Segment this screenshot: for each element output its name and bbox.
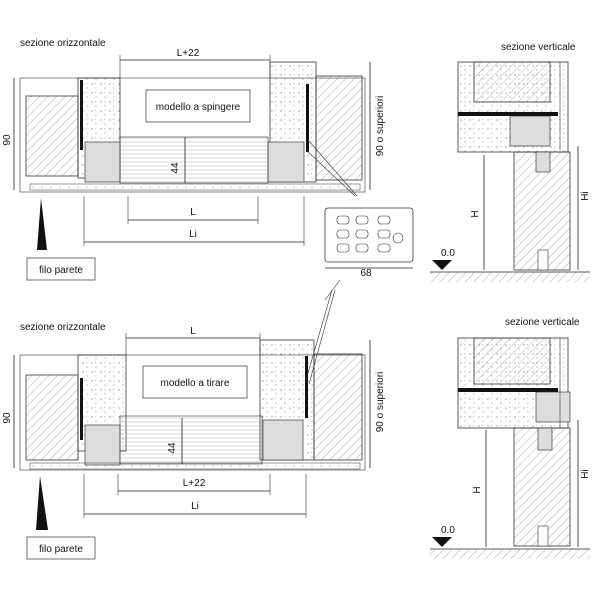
bottom-dim-44: 44 [167,442,178,454]
bottom-model-box [142,365,248,399]
top-section-v-label: sezione verticale [501,42,576,53]
top-left-profile [84,141,121,183]
top-filo-label: filo parete [39,265,83,276]
top-zero-marker [432,260,452,270]
bottom-left-plate [80,378,83,440]
top-filo-pointer [37,198,47,250]
bottom-section-h-label: sezione orizzontale [20,322,106,333]
bottom-floor-strip [29,462,361,470]
bottom-door-leaf [119,415,263,465]
bottom-left-wall [25,374,79,461]
top-model-box [145,89,251,123]
bottom-right-wall [313,353,363,461]
top-filo-box [26,257,96,281]
bottom-vertical-section: sezione verticale 0.0 H Hi [430,317,591,559]
top-left-wall [25,95,79,177]
bottom-dim-hi: Hi [580,469,591,478]
bottom-right-profile [262,419,304,461]
bottom-v-wall [473,337,551,385]
bottom-right-plate [305,356,308,418]
bottom-filo-pointer [36,476,48,530]
bottom-dim-90: 90 [2,412,13,424]
top-section-h-label: sezione orizzontale [20,38,106,49]
top-floor-strip [29,183,361,191]
bottom-filo-label: filo parete [39,544,83,555]
top-dim-h: H [470,210,481,217]
top-dim-l: L [190,207,196,218]
bottom-outline [19,354,366,471]
bottom-zero-marker [432,537,452,547]
bottom-horizontal-section: sezione orizzontale modello a tirare L 4… [2,289,386,560]
bottom-dim-l22: L+22 [183,478,206,489]
top-detail-plate [324,207,414,263]
bottom-left-profile [84,424,121,466]
bottom-dim-90-sup: 90 o superiori [375,372,386,433]
top-dim-hi: Hi [580,191,591,200]
top-dim-44: 44 [170,162,181,174]
bottom-zero-label: 0.0 [441,525,455,536]
bottom-dim-h: H [472,486,483,493]
top-vertical-section: sezione verticale 0.0 H Hi [430,42,591,282]
top-dim-90: 90 [2,134,13,146]
bottom-model-label: modello a tirare [161,378,230,389]
top-dim-l22: L+22 [177,48,200,59]
top-right-plate [306,84,309,152]
top-door-leaf [119,136,269,184]
top-dim-li: Li [189,229,197,240]
top-right-wall [315,75,363,181]
bottom-filo-box [26,536,96,560]
bottom-dim-l: L [190,326,196,337]
top-left-plate [80,80,83,150]
top-v-wall [473,61,551,103]
top-outline [19,77,366,193]
bottom-section-v-label: sezione verticale [505,317,580,328]
top-dim-68: 68 [360,268,372,279]
top-v-plate [458,112,558,116]
top-zero-label: 0.0 [441,248,455,259]
bottom-v-profile [535,391,571,423]
top-horizontal-section: sezione orizzontale modello a spingere L… [2,38,414,301]
bottom-v-plate [458,388,558,392]
bottom-dim-li: Li [191,501,199,512]
top-model-label: modello a spingere [156,102,241,113]
top-dim-90-sup: 90 o superiori [375,96,386,157]
top-v-profile [509,115,551,147]
top-right-profile [267,141,305,183]
